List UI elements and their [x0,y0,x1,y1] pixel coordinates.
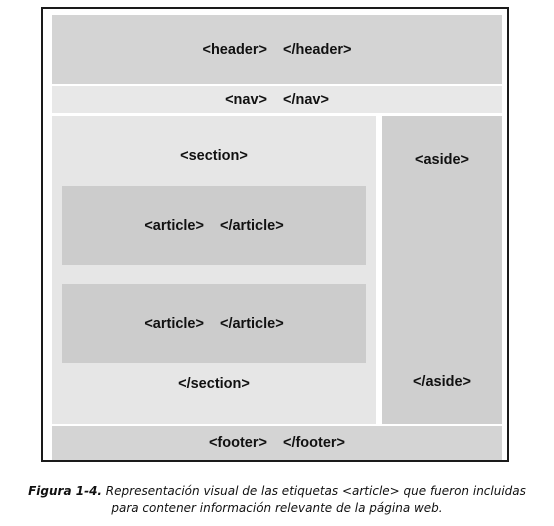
nav-close-tag: </nav> [282,91,329,108]
figure-caption: Figura 1-4. Representación visual de las… [0,483,554,517]
aside-block: <aside> </aside> [382,116,502,424]
figure-label: Figura 1-4. [28,484,102,498]
layout-diagram-frame: <header> </header> <nav> </nav> <section… [41,7,509,462]
aside-open-tag: <aside> [414,152,469,168]
header-block: <header> </header> [52,15,502,84]
article-block-1: <article> </article> [62,186,366,265]
caption-line-2: para contener información relevante de l… [111,501,443,515]
aside-close-tag: </aside> [412,374,472,390]
section-open-tag: <section> [180,148,248,164]
nav-block: <nav> </nav> [52,86,502,113]
caption-text-1: Representación visual de las etiquetas <… [101,484,526,498]
nav-open-tag: <nav> [225,91,267,108]
article-1-open-tag: <article> [144,217,204,234]
article-1-close-tag: </article> [219,217,284,234]
article-2-close-tag: </article> [219,315,284,332]
footer-open-tag: <footer> [208,435,267,451]
article-2-open-tag: <article> [144,315,204,332]
article-block-2: <article> </article> [62,284,366,363]
header-close-tag: </header> [282,41,352,58]
footer-block: <footer> </footer> [52,426,502,460]
header-open-tag: <header> [202,41,267,58]
section-block: <section> <article> </article> <article>… [52,116,376,424]
section-close-tag: </section> [178,376,250,392]
footer-close-tag: </footer> [282,435,346,451]
caption-line-1: Figura 1-4. Representación visual de las… [0,483,554,500]
